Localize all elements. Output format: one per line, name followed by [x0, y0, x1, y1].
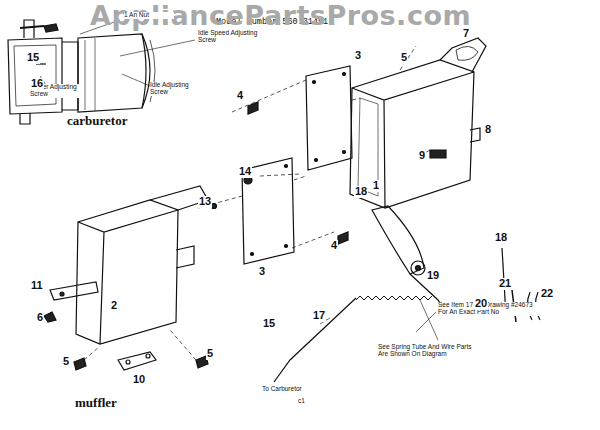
page-code: c1 [298, 398, 305, 405]
callout-number: 17 [312, 310, 326, 322]
callout-number: 13 [198, 196, 212, 208]
adjust-note: Idle Adjusting Screw [150, 82, 198, 96]
callout-number: 14 [238, 166, 252, 178]
callout-number: 5 [62, 356, 70, 368]
callout-number: 18 [494, 232, 508, 244]
adjust-note: Idle Speed Adjusting Screw [198, 30, 260, 44]
reference-note: See Item 17 On Drawing #24673 For An Exa… [438, 302, 542, 316]
callout-number: 3 [258, 266, 266, 278]
callout-number: 19 [426, 270, 440, 282]
callout-number: 15 [262, 318, 276, 330]
callout-number: 1 [372, 180, 380, 192]
reference-note: See Spring Tube And Wire Parts Are Shown… [378, 344, 478, 358]
callout-number: 22 [540, 288, 554, 300]
callout-number: 8 [484, 124, 492, 136]
callout-number: 6 [36, 312, 44, 324]
callout-number: 2 [110, 300, 118, 312]
callout-number: 4 [236, 90, 244, 102]
callout-number: 7 [462, 28, 470, 40]
callout-number: 3 [354, 50, 362, 62]
part-note: 1 An Nut [124, 12, 174, 19]
callout-number: 15 [26, 52, 40, 64]
direction-note: To Carburetor [262, 386, 322, 393]
callout-number: 5 [206, 348, 214, 360]
callout-number: 20 [474, 298, 488, 310]
callout-number: 4 [330, 240, 338, 252]
section-label: muffler [74, 396, 118, 410]
callout-number: 11 [30, 280, 44, 292]
callout-number: 18 [354, 186, 368, 198]
callout-number: 9 [418, 150, 426, 162]
callout-number: 16 [30, 78, 44, 90]
section-label: carburetor [66, 114, 128, 128]
callout-number: 10 [132, 374, 146, 386]
callout-number: 5 [400, 52, 408, 64]
callout-number: 21 [498, 278, 512, 290]
